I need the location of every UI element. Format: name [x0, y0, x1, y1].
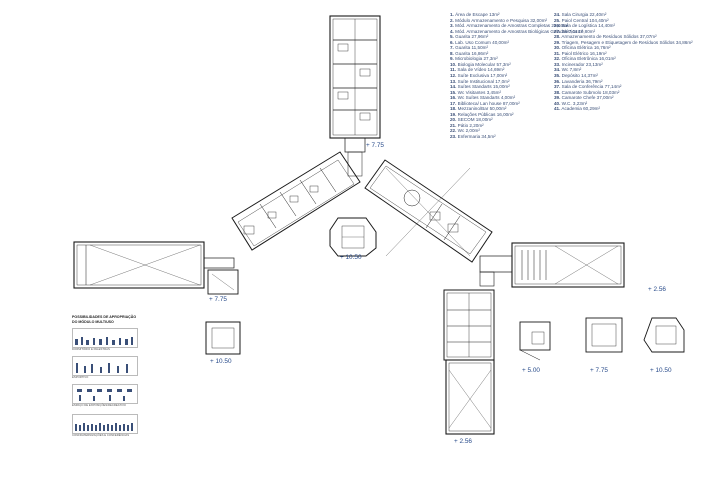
legend-item: 1. Área de Escape 13m² [450, 12, 500, 17]
module-left [205, 321, 241, 355]
module-right-1 [519, 321, 551, 361]
legend-item: 30. Oficina Elétrica 16,76m² [554, 45, 611, 51]
legend-item: 8. Guarita 16,86m² [450, 50, 489, 56]
legend-item: 27. Elétrica 10,80m² [554, 28, 596, 34]
center-pavilion [329, 217, 377, 257]
legend-item: 26. Sala de Logística 14,40m² [554, 23, 616, 29]
legend-item: 17. Biblioteca/ Lan house 87,00m² [450, 100, 520, 106]
level-label-module-2: + 7.75 [590, 367, 608, 374]
legend-item: 6. Lab. Uso Comum 40,00m² [450, 39, 509, 45]
legend-item: 15. Wc Visitantes 3,45m² [450, 89, 501, 95]
legend-item: 23. Enfermaria 34,5m² [450, 134, 496, 140]
west-diagonal-wing [231, 151, 361, 251]
usage-strip-1 [72, 328, 138, 348]
usage-strip-4 [72, 414, 138, 434]
legend-item: 33. Incinerador 23,13m² [554, 61, 603, 67]
module-right-3 [643, 317, 685, 353]
module-right-2 [585, 317, 623, 353]
legend-item: 29. Triagem, Pesagem e Etiquetagem de Re… [554, 39, 693, 45]
south-wing [443, 289, 495, 435]
usage-caption-2: ESPORTIVO [72, 375, 89, 379]
usage-caption-4: CONFRATERNIZAÇÕES E CONFERÊNCIAS [72, 433, 130, 437]
legend-item: 18. Mezzanino/Bar 50,00m² [450, 106, 507, 112]
legend-item: 25. Paiol Central 104,40m² [554, 17, 609, 23]
legend-item: 21. Pátio 2,20m² [450, 122, 484, 128]
possibilities-title: POSSIBILIDADES DE APROPRIAÇÃO DO MÓDULO … [72, 315, 137, 324]
legend-item: 10. Biologia Molecular 57,3m² [450, 61, 511, 67]
level-label-south: + 2.56 [454, 438, 472, 445]
level-label-north: + 7.75 [366, 142, 384, 149]
legend-item: 5. Guarita 27,96m² [450, 34, 489, 40]
level-label-center: + 10.50 [340, 254, 362, 261]
legend-item: 38. Camarote Submolo 18,03m² [554, 89, 620, 95]
legend-item: 34. Wc 7,8m² [554, 67, 582, 73]
legend-item: 16. Wc Suítes Standarts 4,00m² [450, 95, 516, 101]
legend-item: 11. Sala de Vídeo 14,69m² [450, 67, 505, 73]
legend-item: 20. SECOM 18,00m² [450, 117, 493, 123]
east-wing [479, 242, 625, 288]
north-wing [329, 15, 381, 177]
legend-item: 4. Mód. Armazenamento de Amostras Biológ… [450, 28, 584, 34]
level-label-module-3: + 10.50 [650, 367, 672, 374]
legend-item: 22. Wc 2,00m² [450, 128, 480, 134]
level-label-east: + 2.56 [648, 286, 666, 293]
usage-caption-3: ESPAÇO DE EXPOSIÇÕES/RECREATIVO [72, 403, 126, 407]
legend-item: 13. Suíte Institucional 17,0m² [450, 78, 510, 84]
legend-item: 35. Depósito 14,37m² [554, 73, 598, 79]
legend-item: 32. Oficina Eletrônica 16,01m² [554, 56, 616, 62]
usage-caption-1: DORMITÓRIO E PALESTRAS [72, 347, 110, 351]
legend-item: 2. Módulo Armazenamento e Pesquisa 32,00… [450, 17, 548, 23]
west-wing [73, 241, 239, 295]
legend-column-2: 24. Sala Cirurgia 22,40m² 25. Paiol Cent… [554, 12, 693, 112]
level-label-west: + 7.75 [209, 296, 227, 303]
legend-item: 40. W.C. 3,23m² [554, 100, 588, 106]
level-label-module-left: + 10.50 [210, 358, 232, 365]
legend-item: 31. Paiol Elétrico 16,19m² [554, 50, 607, 56]
usage-strip-3 [72, 384, 138, 404]
legend-item: 14. Suítes Standarts 15,00m² [450, 84, 510, 90]
legend-item: 24. Sala Cirurgia 22,40m² [554, 12, 607, 17]
legend-column-1: 1. Área de Escape 13m² 2. Módulo Armazen… [450, 12, 584, 140]
legend-item: 3. Mód. Armazenamento de Amostras Comple… [450, 23, 569, 29]
legend-item: 12. Suíte Exclusiva 17,00m² [450, 73, 508, 79]
legend-item: 36. Lavanderia 36,79m² [554, 78, 603, 84]
legend-item: 39. Camarote Chefe 37,00m² [554, 95, 614, 101]
legend-item: 7. Guarita 11,50m² [450, 45, 488, 51]
legend-item: 41. Academia 60,29m² [554, 106, 600, 112]
legend-item: 28. Armazenamento de Resíduos Sólidos 37… [554, 34, 657, 40]
legend-item: 9. Microbiologia 27,3m² [450, 56, 498, 62]
legend-item: 19. Relações Públicas 16,00m² [450, 111, 514, 117]
level-label-module-1: + 5.00 [522, 367, 540, 374]
legend-item: 37. Sala de Conferência 77,14m² [554, 84, 622, 90]
usage-strip-2 [72, 356, 138, 376]
east-diagonal-wing [364, 159, 493, 263]
